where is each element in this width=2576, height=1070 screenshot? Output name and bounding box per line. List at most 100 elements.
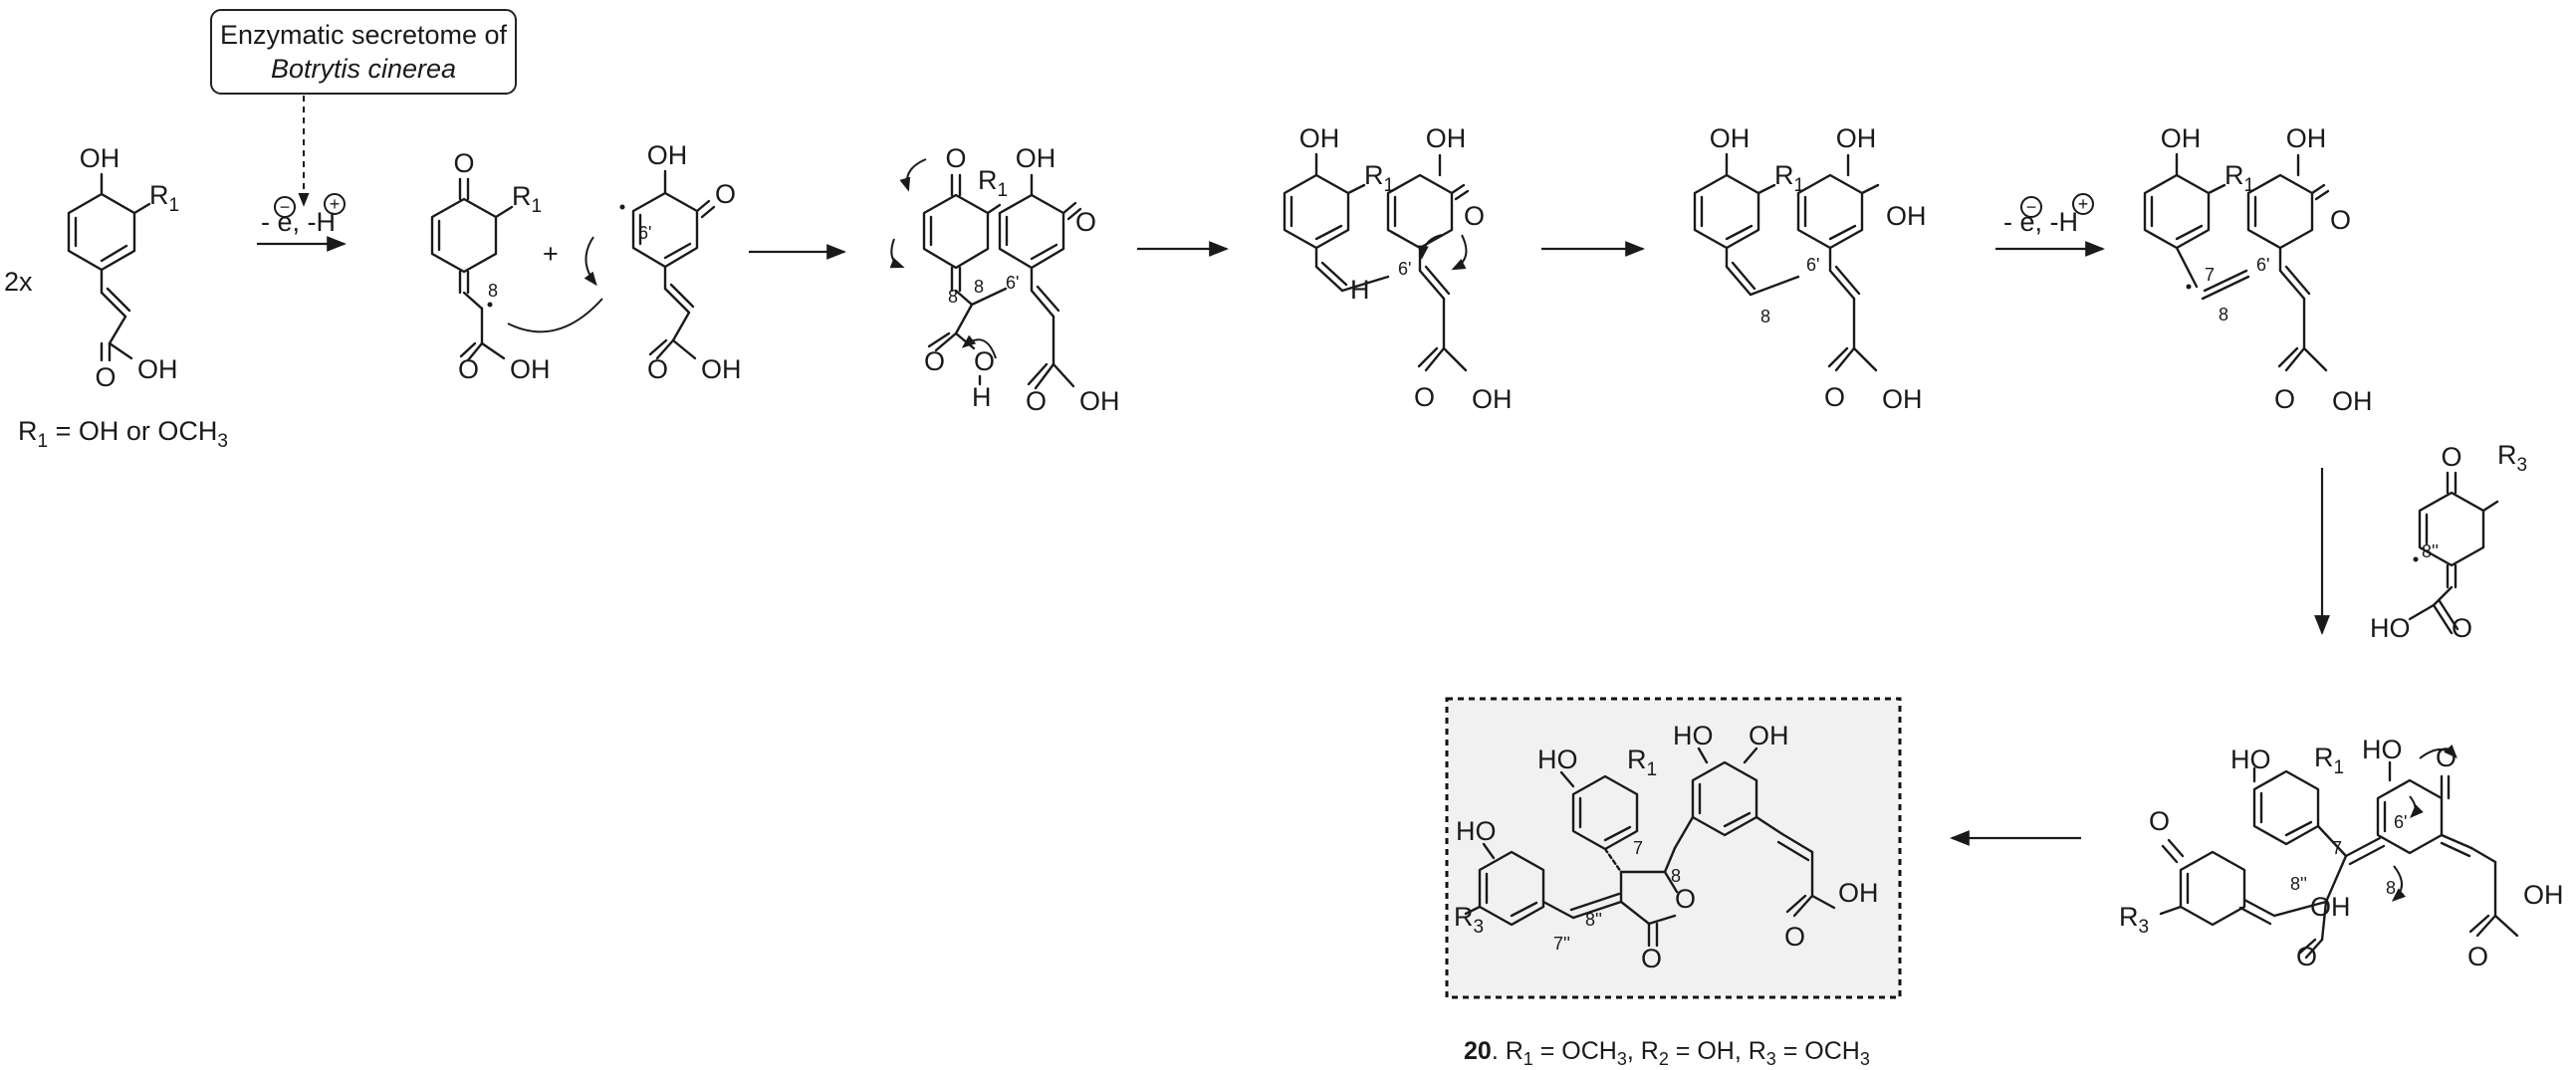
ring-o-label: O xyxy=(1675,884,1696,914)
radical-coupling-arc xyxy=(507,298,603,333)
r3-label: R3 xyxy=(2497,440,2527,476)
r1-label: R1 xyxy=(512,181,542,217)
position-8: 8 xyxy=(488,281,498,301)
position-6p: 6' xyxy=(1806,255,1819,275)
position-6p: 6' xyxy=(1398,259,1411,279)
molecule-quinone-methide-radical: O R1 8 O OH xyxy=(430,148,551,384)
acid-oh-label: OH xyxy=(137,354,178,384)
oxidation-label: - e, -H xyxy=(2003,207,2078,237)
product-caption: 20. R1 = OCH3, R2 = OH, R3 = OCH3 xyxy=(1464,1037,1870,1069)
o-label: O xyxy=(453,148,474,178)
position-8: 8 xyxy=(948,287,958,307)
molecule-stilbene-quinone: OH R1 8 6' OH OH O OH xyxy=(1693,123,1927,414)
carbonyl-o-label: O xyxy=(1784,922,1805,952)
oh-label: OH xyxy=(647,140,688,170)
enzyme-label-line2: Botrytis cinerea xyxy=(271,54,456,84)
o-label: O xyxy=(2441,442,2461,472)
acid-oh-label: OH xyxy=(1838,878,1879,908)
position-6p: 6' xyxy=(638,223,651,243)
carbonyl-o-label: O xyxy=(458,354,479,384)
oxidation-arrow-1: − + - e, -H xyxy=(257,193,347,252)
carbonyl-o-label: O xyxy=(647,354,668,384)
oh-label: OH xyxy=(2161,123,2202,153)
o-label: O xyxy=(1464,201,1485,231)
ho-label-2: HO xyxy=(2362,735,2403,764)
carbonyl-o-label: O xyxy=(2467,942,2488,971)
carbonyl-o-label: O xyxy=(95,362,116,392)
r1-label: R1 xyxy=(2225,160,2254,196)
acid-oh-label: OH xyxy=(701,354,742,384)
position-8: 8 xyxy=(2386,878,2396,898)
acid-oh-label: OH xyxy=(1882,384,1923,414)
oh-label: OH xyxy=(1016,143,1056,173)
position-8: 8 xyxy=(1671,866,1681,886)
r1-label: R1 xyxy=(1364,160,1394,196)
o-label: O xyxy=(715,179,736,209)
position-8pp: 8'' xyxy=(2422,541,2439,561)
h-label: H xyxy=(972,382,992,412)
molecule-hydroxycinnamic-acid: 2x OH R1 O OH xyxy=(4,143,179,392)
lactone-o-label: O xyxy=(1641,944,1662,973)
r1-label: R1 xyxy=(2314,743,2344,778)
plus-charge-icon: + xyxy=(2078,194,2089,214)
oh-label-3: OH xyxy=(1886,201,1927,231)
position-6p: 6' xyxy=(2394,812,2407,832)
oh-label-2: OH xyxy=(2286,123,2327,153)
acid-oh-label: OH xyxy=(1472,384,1513,414)
position-6p: 6' xyxy=(2256,255,2269,275)
position-7: 7 xyxy=(2332,838,2342,858)
ho-label-3: HO xyxy=(1673,721,1714,750)
r1-label: R1 xyxy=(978,165,1008,201)
position-6p: 6' xyxy=(1006,273,1019,293)
molecule-7-radical: OH R1 7 8 6' OH O O OH xyxy=(2143,123,2373,416)
oh-label-2: OH xyxy=(1426,123,1467,153)
o-label-left: O xyxy=(2149,806,2170,836)
r3-label: R3 xyxy=(1454,902,1484,938)
two-x-label: 2x xyxy=(4,267,33,297)
minus-charge-icon: − xyxy=(280,197,291,217)
minus-charge-icon: − xyxy=(2026,197,2037,217)
enzyme-label-line1: Enzymatic secretome of xyxy=(220,20,508,50)
molecule-product-20: HO R1 7 8 O O 8'' 7'' HO R3 HO OH xyxy=(1454,721,1879,973)
acid-oh-label: OH xyxy=(2332,386,2373,416)
ho-label: HO xyxy=(1537,745,1578,774)
r3-label: R3 xyxy=(2119,902,2149,938)
position-8: 8 xyxy=(1760,307,1770,326)
hydroxyl-o-label: O xyxy=(974,346,995,376)
oh-label-mid: OH xyxy=(2310,892,2351,922)
plus-charge-icon: + xyxy=(330,194,341,214)
position-8pp: 8'' xyxy=(2290,874,2307,894)
position-7: 7 xyxy=(2205,265,2215,285)
acid-oh-label: OH xyxy=(510,354,551,384)
position-8: 8 xyxy=(2219,305,2228,324)
carbonyl-o-label-2: O xyxy=(1026,386,1047,416)
acid-oh-label: OH xyxy=(1079,386,1120,416)
molecule-rearranged-intermediate: OH R1 H 6' OH O O OH xyxy=(1283,123,1513,414)
o-label: O xyxy=(2436,743,2457,772)
molecule-bis-quinone-methide-adduct: HO R1 7 8'' 8 HO 6' O O OH OH O O xyxy=(2119,735,2564,971)
carbonyl-o-label: O xyxy=(924,346,945,376)
r1-definition: R1 = OH or OCH3 xyxy=(18,416,228,452)
o-label-right: O xyxy=(1075,207,1096,237)
oh-label: OH xyxy=(1749,721,1789,750)
position-8pp: 8'' xyxy=(1585,910,1602,930)
acid-oh-label: OH xyxy=(2523,880,2564,910)
r1-label: R1 xyxy=(1774,160,1804,196)
o-label: O xyxy=(2330,205,2351,235)
h-label: H xyxy=(1350,275,1370,305)
o-label: O xyxy=(945,143,966,173)
carbonyl-o-label: O xyxy=(2274,384,2295,414)
carbonyl-o-label: O xyxy=(2452,613,2472,643)
carbonyl-o-label-2: O xyxy=(2296,942,2317,971)
ho-label-2: HO xyxy=(1456,816,1497,846)
product-highlight-box xyxy=(1445,697,1902,999)
plus-sign: + xyxy=(543,239,559,269)
oxidation-label: - e, -H xyxy=(261,207,336,237)
molecule-o-quinone-radical: OH O 6' O OH xyxy=(584,140,742,384)
ho-label: HO xyxy=(2230,745,2271,774)
oh-label: OH xyxy=(1710,123,1751,153)
oxidation-arrow-2: − + - e, -H xyxy=(1995,193,2105,257)
r1-label: R1 xyxy=(149,180,179,216)
r1-label: R1 xyxy=(1627,745,1657,780)
